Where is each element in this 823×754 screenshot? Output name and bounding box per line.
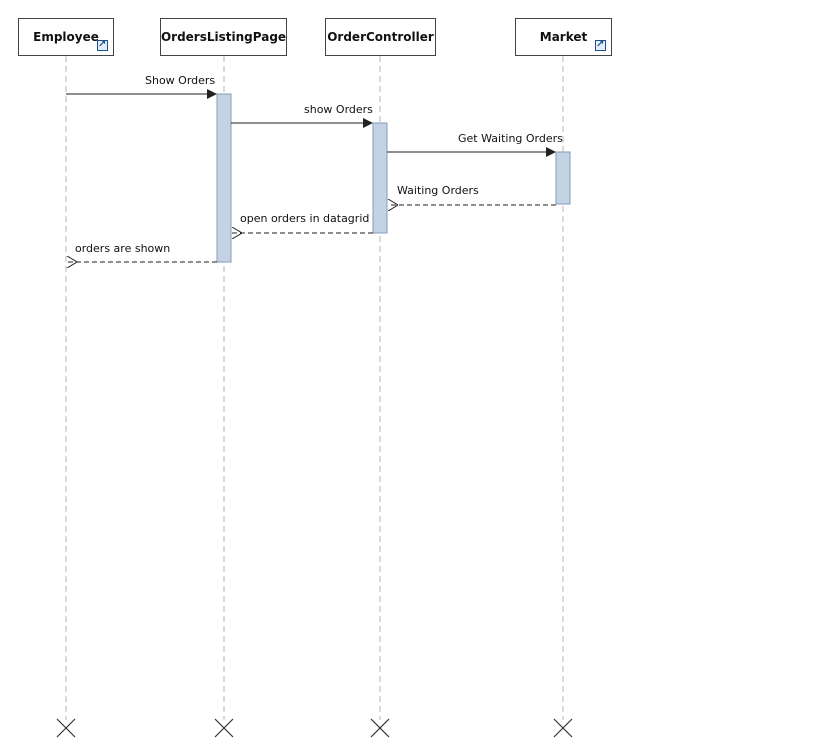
activation-bar-orderslistingpage — [216, 93, 232, 263]
participant-name: OrdersListingPage — [160, 30, 287, 44]
destroy-x-icon — [370, 718, 390, 738]
message-label-orders-shown: orders are shown — [75, 242, 171, 255]
message-label-open-orders: open orders in datagrid — [240, 212, 370, 225]
message-label-waiting-orders: Waiting Orders — [397, 184, 479, 197]
activation-bar-market — [555, 151, 571, 205]
message-label-show-orders: Show Orders — [145, 74, 216, 87]
participant-orderslistingpage[interactable]: OrdersListingPage — [160, 18, 287, 56]
participant-ordercontroller[interactable]: OrderController — [325, 18, 436, 56]
shortcut-arrow-icon — [595, 38, 606, 52]
shortcut-arrow-icon — [97, 38, 108, 52]
participant-name: Market — [539, 30, 588, 44]
message-label-get-waiting-orders: Get Waiting Orders — [458, 132, 563, 145]
participant-market[interactable]: Market — [515, 18, 612, 56]
activation-bar-ordercontroller — [372, 122, 388, 234]
destroy-x-icon — [214, 718, 234, 738]
message-label-show-orders-controller: show Orders — [304, 103, 373, 116]
participant-name: Employee — [33, 30, 99, 44]
destroy-x-icon — [56, 718, 76, 738]
participant-name: OrderController — [327, 30, 434, 44]
participant-employee[interactable]: Employee — [18, 18, 114, 56]
destroy-x-icon — [553, 718, 573, 738]
